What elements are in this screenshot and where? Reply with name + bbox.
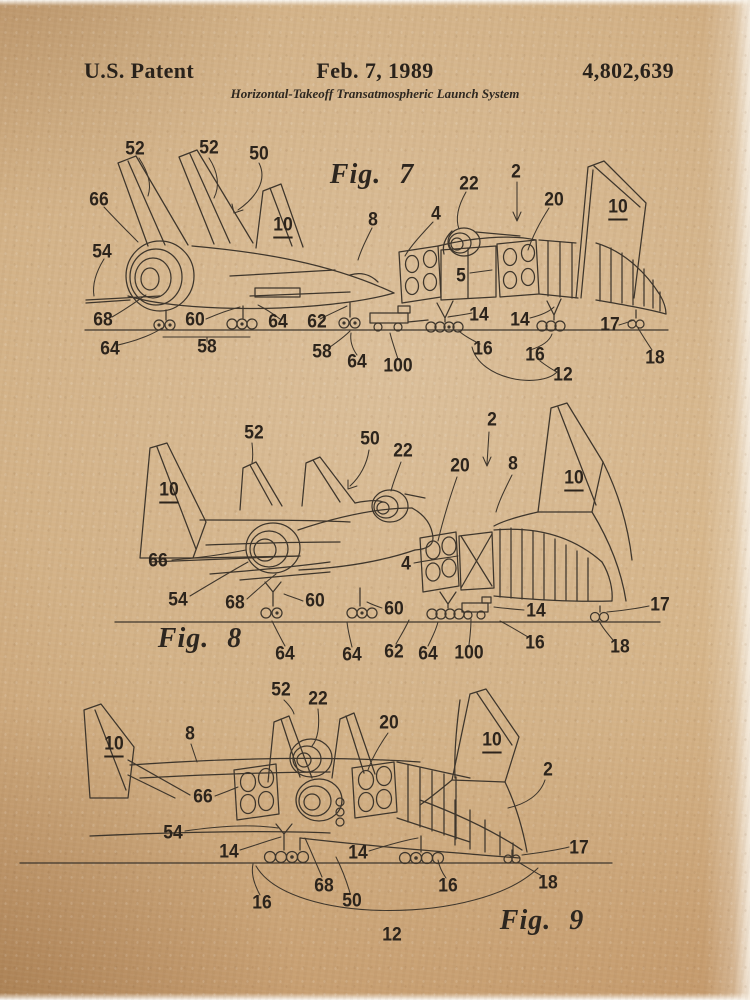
fig9-callout-54: 54 — [163, 822, 183, 844]
fig9-drawing — [19, 688, 613, 911]
fig8-callout-4: 4 — [401, 553, 411, 575]
fig7-callout-66: 66 — [89, 189, 109, 211]
fig7-drawing — [84, 149, 669, 381]
fig7-callout-100: 100 — [383, 355, 413, 377]
patent-date: Feb. 7, 1989 — [316, 58, 434, 83]
patent-title: Horizontal-Takeoff Transatmospheric Laun… — [230, 86, 520, 101]
fig7-callout-2: 2 — [511, 161, 521, 183]
fig8-callout-2: 2 — [487, 409, 497, 431]
fig7-callout-54: 54 — [92, 241, 112, 263]
fig8-callout-20: 20 — [450, 455, 470, 477]
fig7-callout-17: 17 — [600, 314, 620, 336]
fig7-callout-14: 14 — [469, 304, 489, 326]
fig7-callout-64: 64 — [100, 338, 120, 360]
fig8-callout-64: 64 — [418, 643, 438, 665]
fig7-callout-10: 10 — [273, 216, 293, 239]
fig8-callout-64: 64 — [275, 643, 295, 665]
fig9-callout-18: 18 — [538, 872, 558, 894]
fig8-title: Fig. 8 — [157, 623, 243, 654]
fig7-callout-4: 4 — [431, 203, 441, 225]
fig8-callout-14: 14 — [526, 600, 546, 622]
fig8-callout-60: 60 — [384, 598, 404, 620]
fig7-callout-14: 14 — [510, 309, 530, 331]
fig9-title: Fig. 9 — [499, 905, 585, 936]
fig7-callout-12: 12 — [553, 364, 573, 386]
fig8-callout-68: 68 — [225, 592, 245, 614]
fig8-callout-100: 100 — [454, 642, 484, 664]
fig9-callout-8: 8 — [185, 723, 195, 745]
fig8-callout-10: 10 — [564, 469, 584, 492]
fig9-callout-10: 10 — [482, 731, 502, 754]
fig7-callout-10: 10 — [608, 198, 628, 221]
fig7-callout-58: 58 — [312, 341, 332, 363]
fig9-callout-52: 52 — [271, 679, 291, 701]
fig8-callout-54: 54 — [168, 589, 188, 611]
fig8-callout-10: 10 — [159, 481, 179, 504]
fig8-callout-62: 62 — [384, 641, 404, 663]
fig7-callout-16: 16 — [525, 344, 545, 366]
fig7-callout-64: 64 — [347, 351, 367, 373]
fig7-title: Fig. 7 — [329, 159, 415, 190]
fig8-callout-17: 17 — [650, 594, 670, 616]
fig7-callout-5: 5 — [456, 265, 466, 287]
fig9-callout-14: 14 — [348, 842, 368, 864]
fig9-callout-68: 68 — [314, 875, 334, 897]
fig7-callout-58: 58 — [197, 336, 217, 358]
fig8-callout-22: 22 — [393, 440, 413, 462]
fig9-callout-14: 14 — [219, 841, 239, 863]
fig7-callout-18: 18 — [645, 347, 665, 369]
fig9-callout-2: 2 — [543, 759, 553, 781]
fig8-callout-52: 52 — [244, 422, 264, 444]
fig8-callout-66: 66 — [148, 550, 168, 572]
fig9-callout-17: 17 — [569, 837, 589, 859]
fig9-callout-16: 16 — [438, 875, 458, 897]
fig7-callout-52: 52 — [125, 138, 145, 160]
fig7-callout-60: 60 — [185, 309, 205, 331]
fig8-callout-18: 18 — [610, 636, 630, 658]
fig7-callout-64: 64 — [268, 311, 288, 333]
fig7-callout-50: 50 — [249, 143, 269, 165]
fig8-callout-64: 64 — [342, 644, 362, 666]
fig9-callout-16: 16 — [252, 892, 272, 914]
fig8-callout-50: 50 — [360, 428, 380, 450]
fig7-callout-8: 8 — [368, 209, 378, 231]
patent-label: U.S. Patent — [84, 58, 195, 83]
fig7-callout-16: 16 — [473, 338, 493, 360]
fig8-callout-60: 60 — [305, 590, 325, 612]
fig9-callout-50: 50 — [342, 890, 362, 912]
fig9-callout-66: 66 — [193, 786, 213, 808]
fig7-callout-22: 22 — [459, 173, 479, 195]
fig7-callout-52: 52 — [199, 137, 219, 159]
fig9-callout-12: 12 — [382, 924, 402, 946]
fig8-drawing — [114, 402, 661, 648]
fig7-callout-68: 68 — [93, 309, 113, 331]
fig8-callout-16: 16 — [525, 632, 545, 654]
fig9-callout-22: 22 — [308, 688, 328, 710]
fig7-callout-62: 62 — [307, 311, 327, 333]
fig7-callout-20: 20 — [544, 189, 564, 211]
fig8-callout-8: 8 — [508, 453, 518, 475]
fig9-callout-20: 20 — [379, 712, 399, 734]
patent-number: 4,802,639 — [582, 58, 674, 83]
fig9-callout-10: 10 — [104, 735, 124, 758]
